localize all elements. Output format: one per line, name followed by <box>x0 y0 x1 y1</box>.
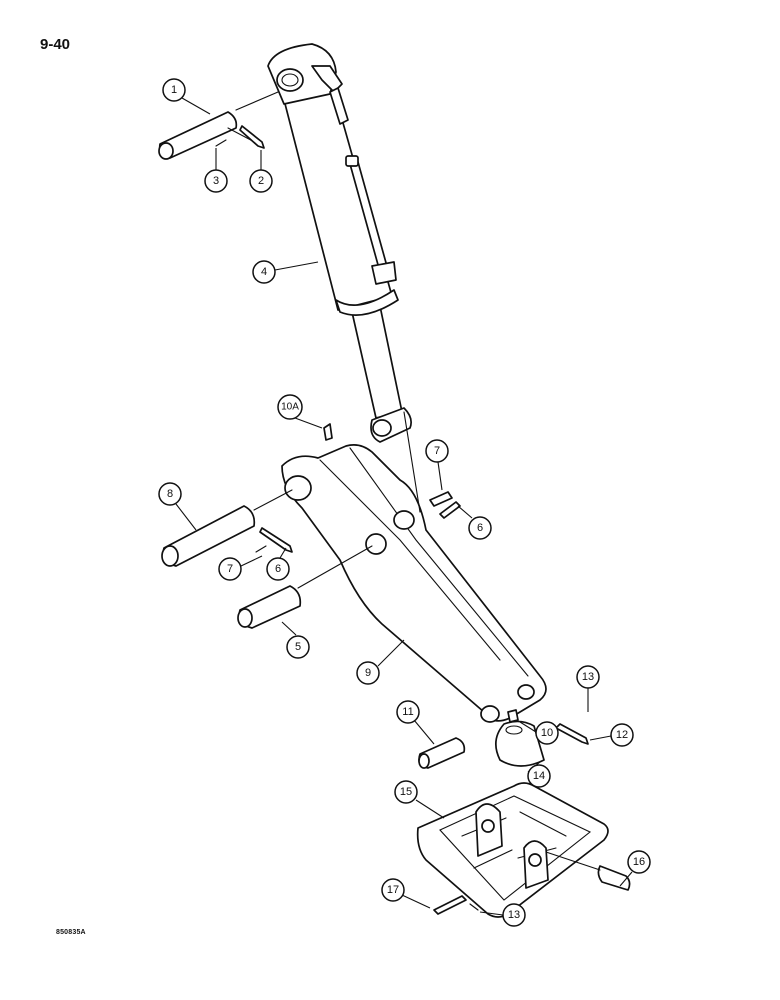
svg-text:10A: 10A <box>281 402 299 413</box>
svg-text:17: 17 <box>387 884 399 896</box>
callout-13-bottom: 13 <box>479 903 526 927</box>
callout-13-top: 13 <box>576 665 600 712</box>
callout-3: 3 <box>204 148 228 193</box>
drawing-code: 850835A <box>56 929 86 936</box>
callout-1: 1 <box>162 78 211 115</box>
hydraulic-cylinder <box>267 43 412 443</box>
callout-15: 15 <box>394 780 445 819</box>
svg-text:9: 9 <box>365 667 371 679</box>
boom-arm <box>281 411 547 723</box>
svg-text:16: 16 <box>633 856 645 868</box>
base-plate <box>416 782 631 918</box>
callout-5: 5 <box>281 621 310 659</box>
svg-text:11: 11 <box>402 706 413 718</box>
svg-text:15: 15 <box>400 786 412 798</box>
callout-9: 9 <box>356 639 405 685</box>
svg-text:7: 7 <box>434 445 440 457</box>
svg-text:7: 7 <box>227 563 233 575</box>
callout-2: 2 <box>249 150 273 193</box>
svg-text:14: 14 <box>533 770 545 782</box>
callout-17: 17 <box>381 878 431 909</box>
callout-11: 11 <box>396 700 435 745</box>
svg-text:10: 10 <box>541 727 553 739</box>
callout-6-left: 6 <box>266 547 290 581</box>
callout-16: 16 <box>619 850 651 887</box>
svg-text:5: 5 <box>295 641 301 653</box>
cylinder-rod-pin-fasteners <box>429 491 461 519</box>
svg-text:6: 6 <box>477 522 483 534</box>
callout-8: 8 <box>158 482 197 531</box>
foot-pin-assembly <box>418 709 589 769</box>
svg-text:8: 8 <box>167 488 173 500</box>
boom-pin-large <box>161 489 293 567</box>
callout-4: 4 <box>252 260 319 284</box>
svg-text:13: 13 <box>582 671 594 683</box>
callout-12: 12 <box>589 723 634 747</box>
callout-14: 14 <box>527 761 551 788</box>
cylinder-pin <box>158 91 279 160</box>
svg-text:13: 13 <box>508 909 520 921</box>
callout-7-right: 7 <box>425 439 449 491</box>
svg-text:6: 6 <box>275 563 281 575</box>
svg-text:4: 4 <box>261 266 267 278</box>
boom-pin-small <box>237 545 373 629</box>
svg-text:2: 2 <box>258 175 264 187</box>
svg-text:12: 12 <box>616 729 628 741</box>
callout-6-right: 6 <box>457 505 492 540</box>
svg-text:1: 1 <box>171 84 177 96</box>
svg-text:3: 3 <box>213 175 219 187</box>
callout-10: 10 <box>519 721 559 745</box>
page-number: 9-40 <box>40 36 71 53</box>
callout-7-left: 7 <box>218 555 263 581</box>
callout-10A: 10A <box>277 394 323 429</box>
